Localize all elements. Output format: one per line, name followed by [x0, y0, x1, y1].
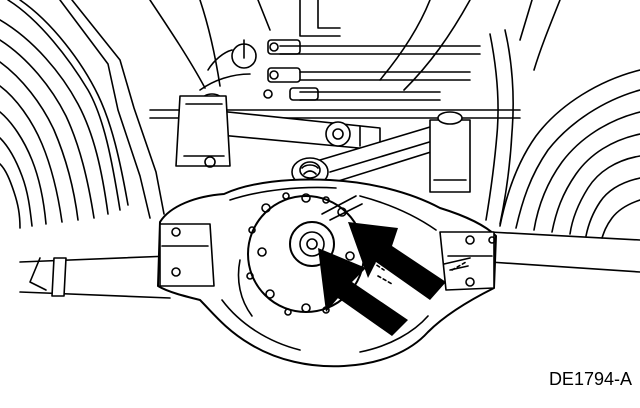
left-frame-rail — [0, 0, 165, 229]
callout-arrows — [318, 222, 446, 336]
right-frame-rail — [485, 0, 640, 239]
motion-marks — [371, 261, 467, 285]
arrow-upper — [348, 222, 446, 300]
axle-tubes — [19, 231, 640, 299]
arrow-lower — [318, 248, 408, 336]
pinion-flange-nut — [299, 231, 325, 257]
figure-code-label: DE1794-A — [548, 369, 632, 389]
lower-control-arm — [299, 111, 471, 193]
